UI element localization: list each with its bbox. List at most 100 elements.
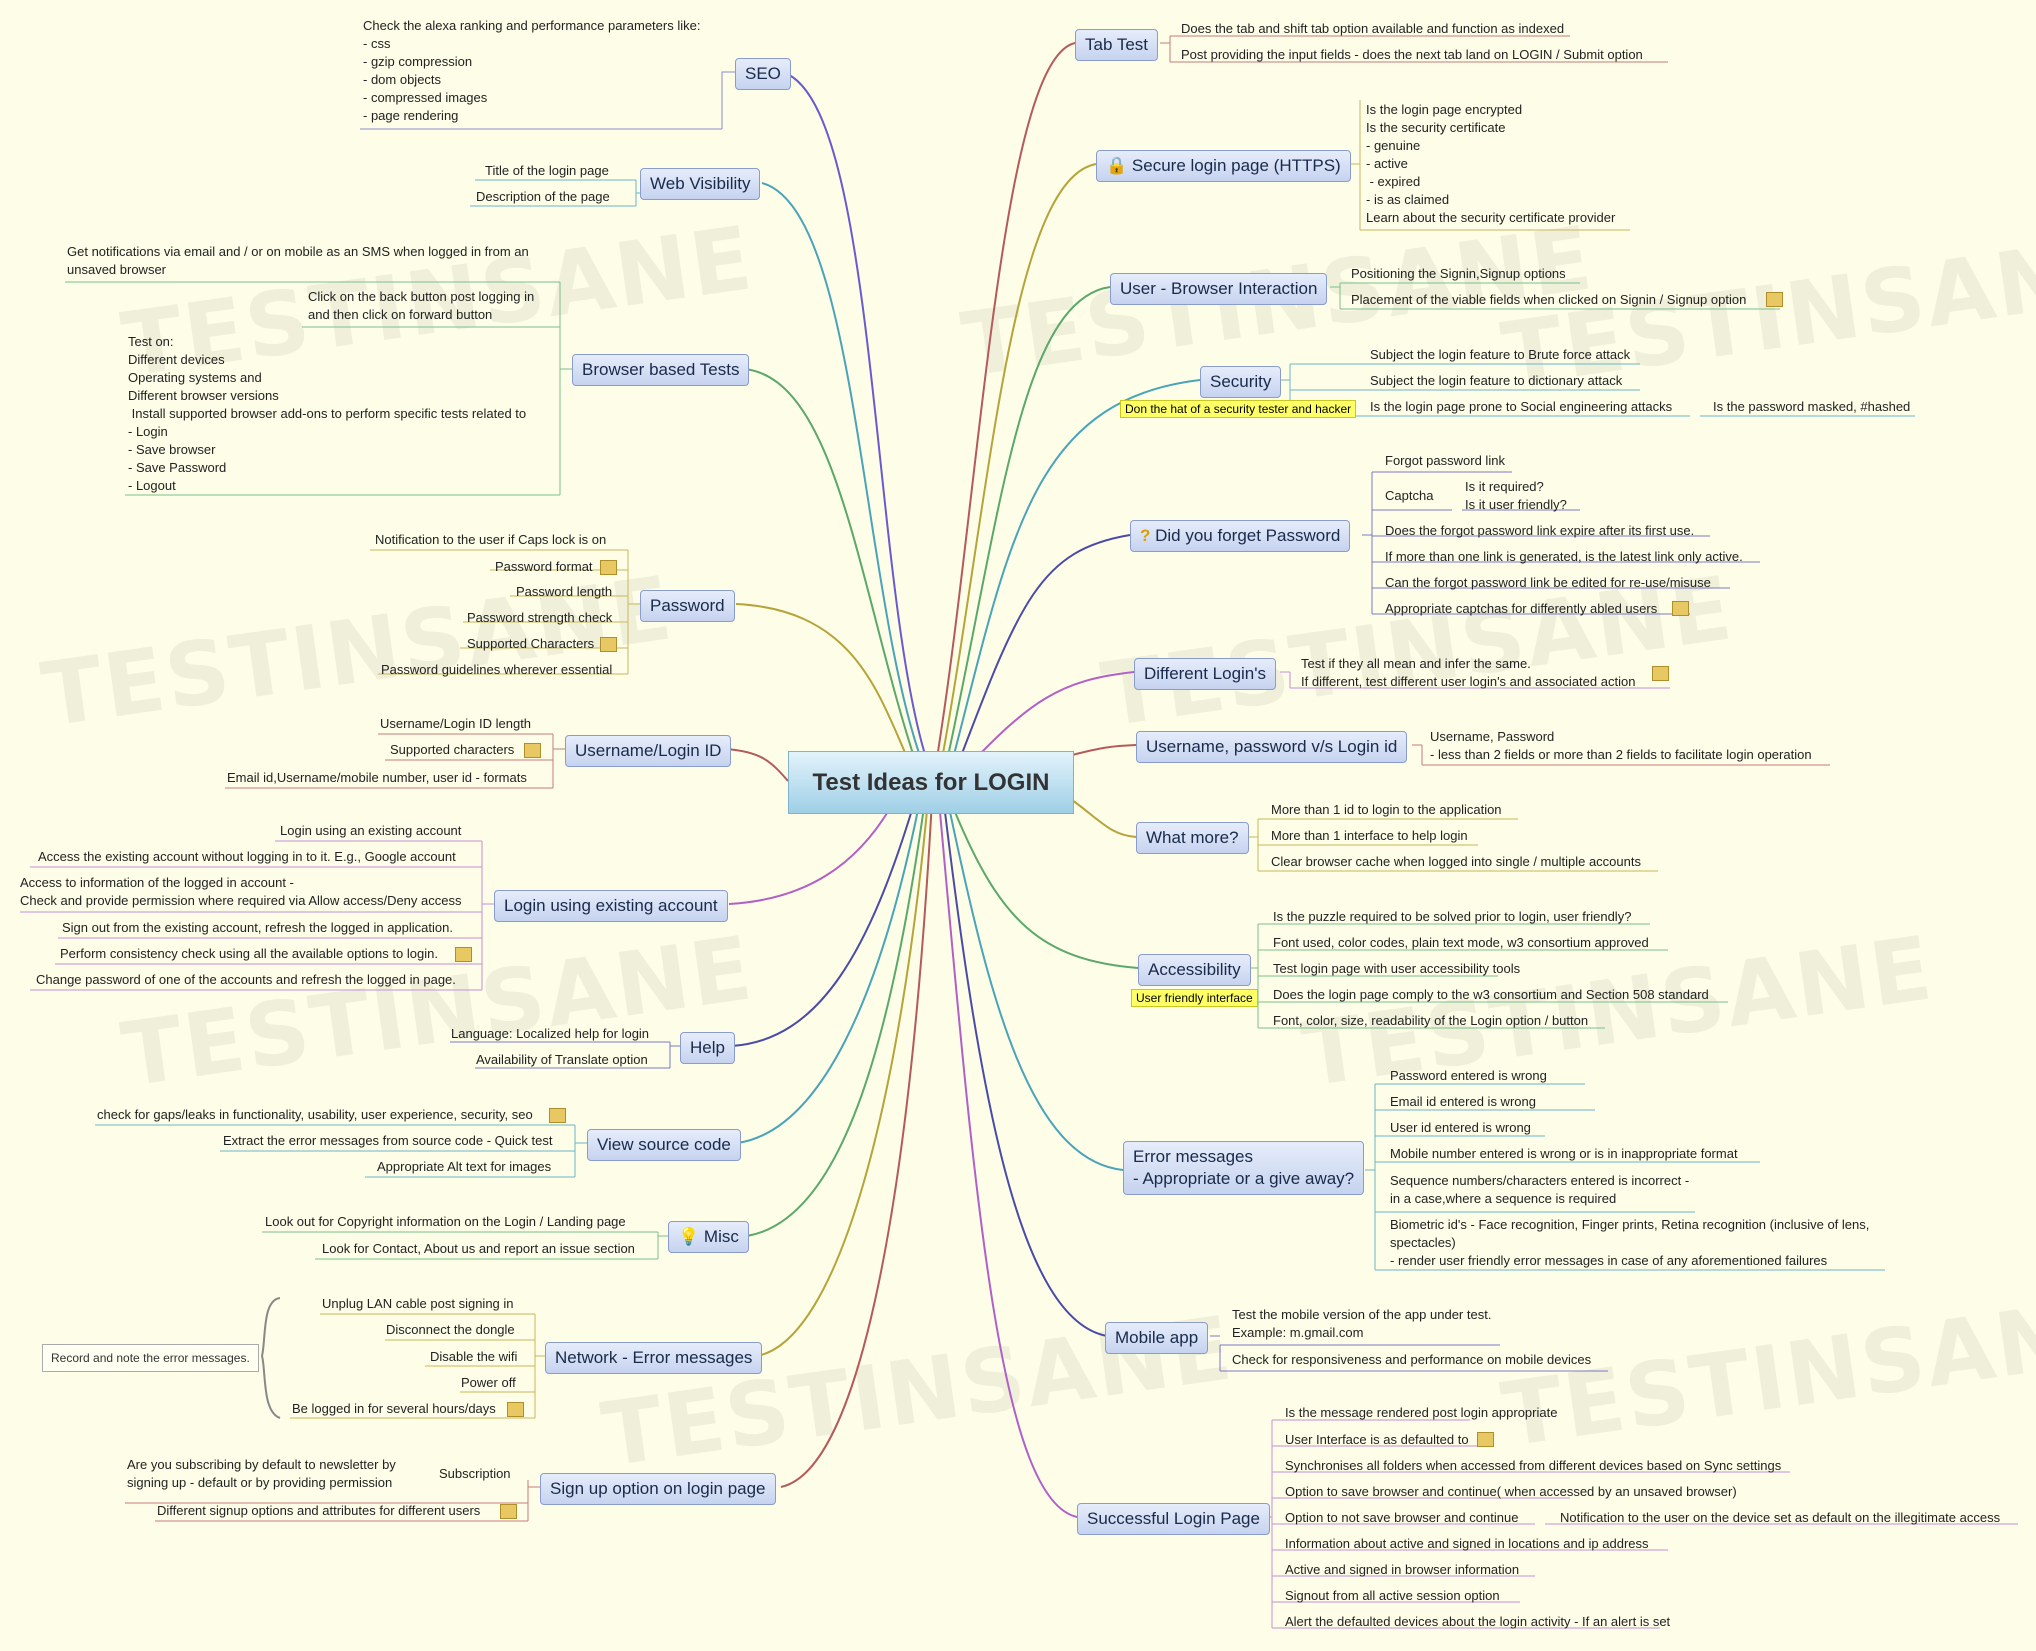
leaf-misc-2[interactable]: Look for Contact, About us and report an… [322,1241,635,1256]
leaf-mobile-2[interactable]: Check for responsiveness and performance… [1232,1352,1592,1367]
note-icon[interactable] [1766,292,1783,307]
topic-secure-login[interactable]: 🔒 Secure login page (HTTPS) [1096,150,1351,182]
topic-tab-test[interactable]: Tab Test [1075,29,1159,61]
leaf-forgot-5[interactable]: Can the forgot password link be edited f… [1385,575,1711,590]
leaf-what-more-1[interactable]: More than 1 id to login to the applicati… [1271,802,1502,817]
topic-view-source-code[interactable]: View source code [587,1129,741,1161]
leaf-existing-4[interactable]: Sign out from the existing account, refr… [62,920,453,935]
leaf-success-8[interactable]: Signout from all active session option [1285,1588,1500,1603]
leaf-seo-detail[interactable]: Check the alexa ranking and performance … [363,18,701,123]
leaf-error-3[interactable]: User id entered is wrong [1390,1120,1531,1135]
leaf-source-1[interactable]: check for gaps/leaks in functionality, u… [97,1107,533,1122]
leaf-error-6[interactable]: Biometric id's - Face recognition, Finge… [1390,1217,1870,1268]
leaf-web-vis-1[interactable]: Title of the login page [485,163,609,178]
topic-mobile-app[interactable]: Mobile app [1105,1322,1209,1354]
leaf-accessibility-1[interactable]: Is the puzzle required to be solved prio… [1273,909,1632,924]
topic-username-login-id[interactable]: Username/Login ID [565,735,732,767]
leaf-forgot-3[interactable]: Does the forgot password link expire aft… [1385,523,1695,538]
leaf-tab-1[interactable]: Does the tab and shift tab option availa… [1181,21,1565,36]
leaf-success-9[interactable]: Alert the defaulted devices about the lo… [1285,1614,1671,1629]
note-icon[interactable] [524,743,541,758]
note-icon[interactable] [500,1504,517,1519]
leaf-forgot-4[interactable]: If more than one link is generated, is t… [1385,549,1743,564]
leaf-password-6[interactable]: Password guidelines wherever essential [381,662,613,677]
leaf-user-browser-1[interactable]: Positioning the Signin,Signup options [1351,266,1566,281]
leaf-existing-2[interactable]: Access the existing account without logg… [38,849,456,864]
leaf-forgot-2[interactable]: Captcha [1385,488,1434,503]
leaf-username-3[interactable]: Email id,Username/mobile number, user id… [227,770,527,785]
leaf-success-4[interactable]: Option to save browser and continue( whe… [1285,1484,1737,1499]
topic-accessibility[interactable]: Accessibility [1138,954,1251,986]
leaf-error-4[interactable]: Mobile number entered is wrong or is in … [1390,1146,1738,1161]
leaf-browser-1[interactable]: Get notifications via email and / or on … [67,244,529,277]
leaf-password-3[interactable]: Password length [516,584,613,599]
topic-network-errors[interactable]: Network - Error messages [545,1342,763,1374]
topic-security[interactable]: Security [1200,366,1282,398]
leaf-source-2[interactable]: Extract the error messages from source c… [223,1133,553,1148]
leaf-secure-detail[interactable]: Is the login page encrypted Is the secur… [1366,102,1616,225]
leaf-signup-subscription[interactable]: Subscription [439,1466,511,1481]
leaf-mobile-1[interactable]: Test the mobile version of the app under… [1232,1307,1492,1340]
leaf-forgot-1[interactable]: Forgot password link [1385,453,1505,468]
leaf-accessibility-2[interactable]: Font used, color codes, plain text mode,… [1273,935,1649,950]
leaf-signup-subscription-detail[interactable]: Are you subscribing by default to newsle… [127,1457,396,1490]
topic-browser-based-tests[interactable]: Browser based Tests [572,354,750,386]
leaf-security-1[interactable]: Subject the login feature to Brute force… [1370,347,1631,362]
leaf-web-vis-2[interactable]: Description of the page [476,189,610,204]
leaf-what-more-2[interactable]: More than 1 interface to help login [1271,828,1468,843]
topic-successful-login[interactable]: Successful Login Page [1077,1503,1270,1535]
leaf-network-5[interactable]: Be logged in for several hours/days [292,1401,496,1416]
leaf-username-1[interactable]: Username/Login ID length [380,716,532,731]
leaf-accessibility-3[interactable]: Test login page with user accessibility … [1273,961,1521,976]
leaf-network-4[interactable]: Power off [461,1375,516,1390]
leaf-existing-6[interactable]: Change password of one of the accounts a… [36,972,456,987]
note-icon[interactable] [1672,601,1689,616]
leaf-network-2[interactable]: Disconnect the dongle [386,1322,515,1337]
leaf-signup-2[interactable]: Different signup options and attributes … [157,1503,481,1518]
topic-web-visibility[interactable]: Web Visibility [640,168,761,200]
topic-misc[interactable]: 💡 Misc [668,1221,749,1253]
topic-forgot-password[interactable]: ? Did you forget Password [1130,520,1351,552]
leaf-password-4[interactable]: Password strength check [467,610,613,625]
topic-different-logins[interactable]: Different Login's [1134,658,1277,690]
leaf-accessibility-4[interactable]: Does the login page comply to the w3 con… [1273,987,1709,1002]
topic-signup-option[interactable]: Sign up option on login page [540,1473,776,1505]
leaf-different-detail[interactable]: Test if they all mean and infer the same… [1301,656,1636,689]
leaf-source-3[interactable]: Appropriate Alt text for images [377,1159,552,1174]
leaf-captcha-detail[interactable]: Is it required? Is it user friendly? [1465,479,1567,512]
leaf-what-more-3[interactable]: Clear browser cache when logged into sin… [1271,854,1641,869]
leaf-password-5[interactable]: Supported Characters [467,636,595,651]
leaf-error-5[interactable]: Sequence numbers/characters entered is i… [1390,1173,1690,1206]
note-icon[interactable] [549,1108,566,1123]
note-icon[interactable] [600,637,617,652]
note-icon[interactable] [1477,1432,1494,1447]
leaf-password-2[interactable]: Password format [495,559,593,574]
leaf-existing-5[interactable]: Perform consistency check using all the … [60,946,438,961]
topic-what-more[interactable]: What more? [1136,822,1249,854]
topic-login-existing-account[interactable]: Login using existing account [494,890,728,922]
leaf-success-7[interactable]: Active and signed in browser information [1285,1562,1520,1577]
leaf-network-1[interactable]: Unplug LAN cable post signing in [322,1296,514,1311]
leaf-browser-2[interactable]: Click on the back button post logging in… [308,289,535,322]
leaf-forgot-6[interactable]: Appropriate captchas for differently abl… [1385,601,1658,616]
leaf-security-sub[interactable]: Is the password masked, #hashed [1713,399,1911,414]
leaf-success-6[interactable]: Information about active and signed in l… [1285,1536,1649,1551]
topic-help[interactable]: Help [680,1032,735,1064]
topic-seo[interactable]: SEO [735,58,791,90]
leaf-user-browser-2[interactable]: Placement of the viable fields when clic… [1351,292,1747,307]
leaf-help-2[interactable]: Availability of Translate option [476,1052,648,1067]
leaf-existing-1[interactable]: Login using an existing account [280,823,462,838]
note-icon[interactable] [1652,666,1669,681]
topic-username-vs-login[interactable]: Username, password v/s Login id [1136,731,1408,763]
leaf-success-3[interactable]: Synchronises all folders when accessed f… [1285,1458,1782,1473]
leaf-security-3[interactable]: Is the login page prone to Social engine… [1370,399,1673,414]
leaf-userpass-detail[interactable]: Username, Password - less than 2 fields … [1430,729,1812,762]
leaf-success-2[interactable]: User Interface is as defaulted to [1285,1432,1469,1447]
note-icon[interactable] [600,560,617,575]
leaf-network-3[interactable]: Disable the wifi [430,1349,518,1364]
note-icon[interactable] [507,1402,524,1417]
leaf-password-1[interactable]: Notification to the user if Caps lock is… [375,532,607,547]
leaf-security-2[interactable]: Subject the login feature to dictionary … [1370,373,1623,388]
leaf-username-2[interactable]: Supported characters [390,742,515,757]
leaf-tab-2[interactable]: Post providing the input fields - does t… [1181,47,1643,62]
